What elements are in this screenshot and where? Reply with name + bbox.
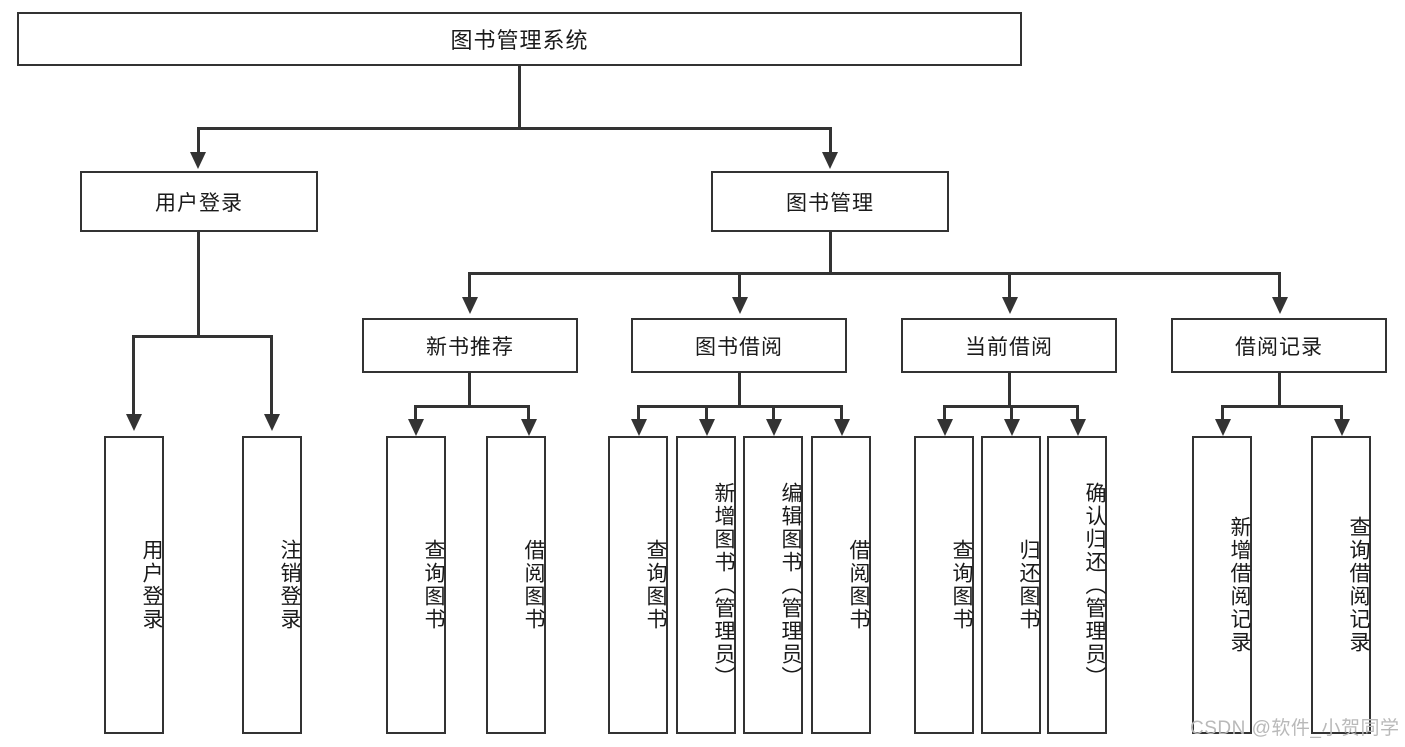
connector-bb-to-leaf-4 <box>840 405 843 423</box>
leaf-borrow-record-2-label: 查询借阅记录 <box>1347 516 1370 654</box>
node-user-login[interactable]: 用户登录 <box>80 171 318 232</box>
connector-nbr-trunk <box>468 373 471 407</box>
leaf-borrow-record-2[interactable]: 查询借阅记录 <box>1311 436 1371 734</box>
connector-br-trunk <box>1278 373 1281 407</box>
leaf-book-borrow-1[interactable]: 查询图书 <box>608 436 668 734</box>
arrow-nbr-to-leaf-1 <box>408 419 424 436</box>
leaf-book-borrow-1-label: 查询图书 <box>644 539 667 631</box>
connector-user-login-bus <box>132 335 272 338</box>
node-user-login-label: 用户登录 <box>155 191 243 215</box>
arrow-bb-to-leaf-2 <box>699 419 715 436</box>
connector-nbr-to-leaf-2 <box>527 405 530 423</box>
leaf-current-borrow-3[interactable]: 确认归还（管理员） <box>1047 436 1107 734</box>
leaf-book-borrow-4[interactable]: 借阅图书 <box>811 436 871 734</box>
connector-nbr-to-leaf-1 <box>414 405 417 423</box>
leaf-book-borrow-4-label: 借阅图书 <box>847 539 870 631</box>
node-borrow-record[interactable]: 借阅记录 <box>1171 318 1387 373</box>
leaf-user-login-1[interactable]: 用户登录 <box>104 436 164 734</box>
leaf-user-login-2[interactable]: 注销登录 <box>242 436 302 734</box>
node-current-borrow-label: 当前借阅 <box>965 335 1053 359</box>
leaf-new-book-recommend-1-label: 查询图书 <box>422 539 445 631</box>
arrow-bb-to-leaf-4 <box>834 419 850 436</box>
leaf-new-book-recommend-1[interactable]: 查询图书 <box>386 436 446 734</box>
connector-cb-to-leaf-1 <box>943 405 946 423</box>
arrow-br-to-leaf-2 <box>1334 419 1350 436</box>
connector-bb-to-leaf-2 <box>705 405 708 423</box>
leaf-book-borrow-2-label: 新增图书（管理员） <box>712 481 735 689</box>
node-new-book-recommend[interactable]: 新书推荐 <box>362 318 578 373</box>
connector-bm-to-new-book <box>468 272 471 300</box>
arrow-root-to-user-login <box>190 152 206 169</box>
arrow-br-to-leaf-1 <box>1215 419 1231 436</box>
leaf-current-borrow-1-label: 查询图书 <box>950 539 973 631</box>
connector-br-to-leaf-1 <box>1221 405 1224 423</box>
leaf-book-borrow-3-label: 编辑图书（管理员） <box>779 481 802 689</box>
arrow-root-to-book-management <box>822 152 838 169</box>
connector-bb-to-leaf-3 <box>772 405 775 423</box>
node-book-borrow[interactable]: 图书借阅 <box>631 318 847 373</box>
leaf-borrow-record-1-label: 新增借阅记录 <box>1228 516 1251 654</box>
leaf-current-borrow-2-label: 归还图书 <box>1017 539 1040 631</box>
leaf-new-book-recommend-2[interactable]: 借阅图书 <box>486 436 546 734</box>
node-current-borrow[interactable]: 当前借阅 <box>901 318 1117 373</box>
arrow-cb-to-leaf-1 <box>937 419 953 436</box>
arrow-bb-to-leaf-3 <box>766 419 782 436</box>
leaf-new-book-recommend-2-label: 借阅图书 <box>522 539 545 631</box>
arrow-bm-to-current-borrow <box>1002 297 1018 314</box>
leaf-borrow-record-1[interactable]: 新增借阅记录 <box>1192 436 1252 734</box>
arrow-bm-to-new-book <box>462 297 478 314</box>
connector-root-bus <box>197 127 831 130</box>
connector-bb-to-leaf-1 <box>637 405 640 423</box>
arrow-cb-to-leaf-3 <box>1070 419 1086 436</box>
node-book-borrow-label: 图书借阅 <box>695 335 783 359</box>
node-borrow-record-label: 借阅记录 <box>1235 335 1323 359</box>
connector-nbr-bus <box>414 405 530 408</box>
watermark-text: CSDN @软件_小贺同学 <box>1190 718 1400 739</box>
node-root-label: 图书管理系统 <box>450 28 589 53</box>
node-book-management[interactable]: 图书管理 <box>711 171 949 232</box>
arrow-cb-to-leaf-2 <box>1004 419 1020 436</box>
arrow-nbr-to-leaf-2 <box>521 419 537 436</box>
arrow-user-login-to-leaf-2 <box>264 414 280 431</box>
connector-root-to-book-management <box>829 127 832 155</box>
arrow-bm-to-book-borrow <box>732 297 748 314</box>
connector-root-to-user-login <box>197 127 200 155</box>
connector-bm-to-borrow-record <box>1278 272 1281 300</box>
connector-book-management-bus <box>468 272 1280 275</box>
leaf-book-borrow-3[interactable]: 编辑图书（管理员） <box>743 436 803 734</box>
connector-bm-to-current-borrow <box>1008 272 1011 300</box>
node-new-book-recommend-label: 新书推荐 <box>426 335 514 359</box>
arrow-bm-to-borrow-record <box>1272 297 1288 314</box>
connector-bb-bus <box>637 405 842 408</box>
connector-root-trunk <box>518 66 521 127</box>
connector-cb-trunk <box>1008 373 1011 407</box>
connector-cb-to-leaf-2 <box>1010 405 1013 423</box>
connector-bm-to-book-borrow <box>738 272 741 300</box>
connector-cb-to-leaf-3 <box>1076 405 1079 423</box>
connector-br-to-leaf-2 <box>1340 405 1343 423</box>
arrow-user-login-to-leaf-1 <box>126 414 142 431</box>
connector-book-management-trunk <box>829 232 832 274</box>
leaf-user-login-2-label: 注销登录 <box>278 539 301 631</box>
leaf-book-borrow-2[interactable]: 新增图书（管理员） <box>676 436 736 734</box>
leaf-user-login-1-label: 用户登录 <box>140 539 163 631</box>
connector-user-login-to-leaf-2 <box>270 335 273 418</box>
connector-user-login-trunk <box>197 232 200 336</box>
leaf-current-borrow-3-label: 确认归还（管理员） <box>1083 481 1106 689</box>
arrow-bb-to-leaf-1 <box>631 419 647 436</box>
leaf-current-borrow-1[interactable]: 查询图书 <box>914 436 974 734</box>
connector-bb-trunk <box>738 373 741 407</box>
connector-user-login-to-leaf-1 <box>132 335 135 418</box>
leaf-current-borrow-2[interactable]: 归还图书 <box>981 436 1041 734</box>
node-root-book-management-system[interactable]: 图书管理系统 <box>17 12 1022 66</box>
node-book-management-label: 图书管理 <box>786 191 874 215</box>
connector-br-bus <box>1221 405 1342 408</box>
